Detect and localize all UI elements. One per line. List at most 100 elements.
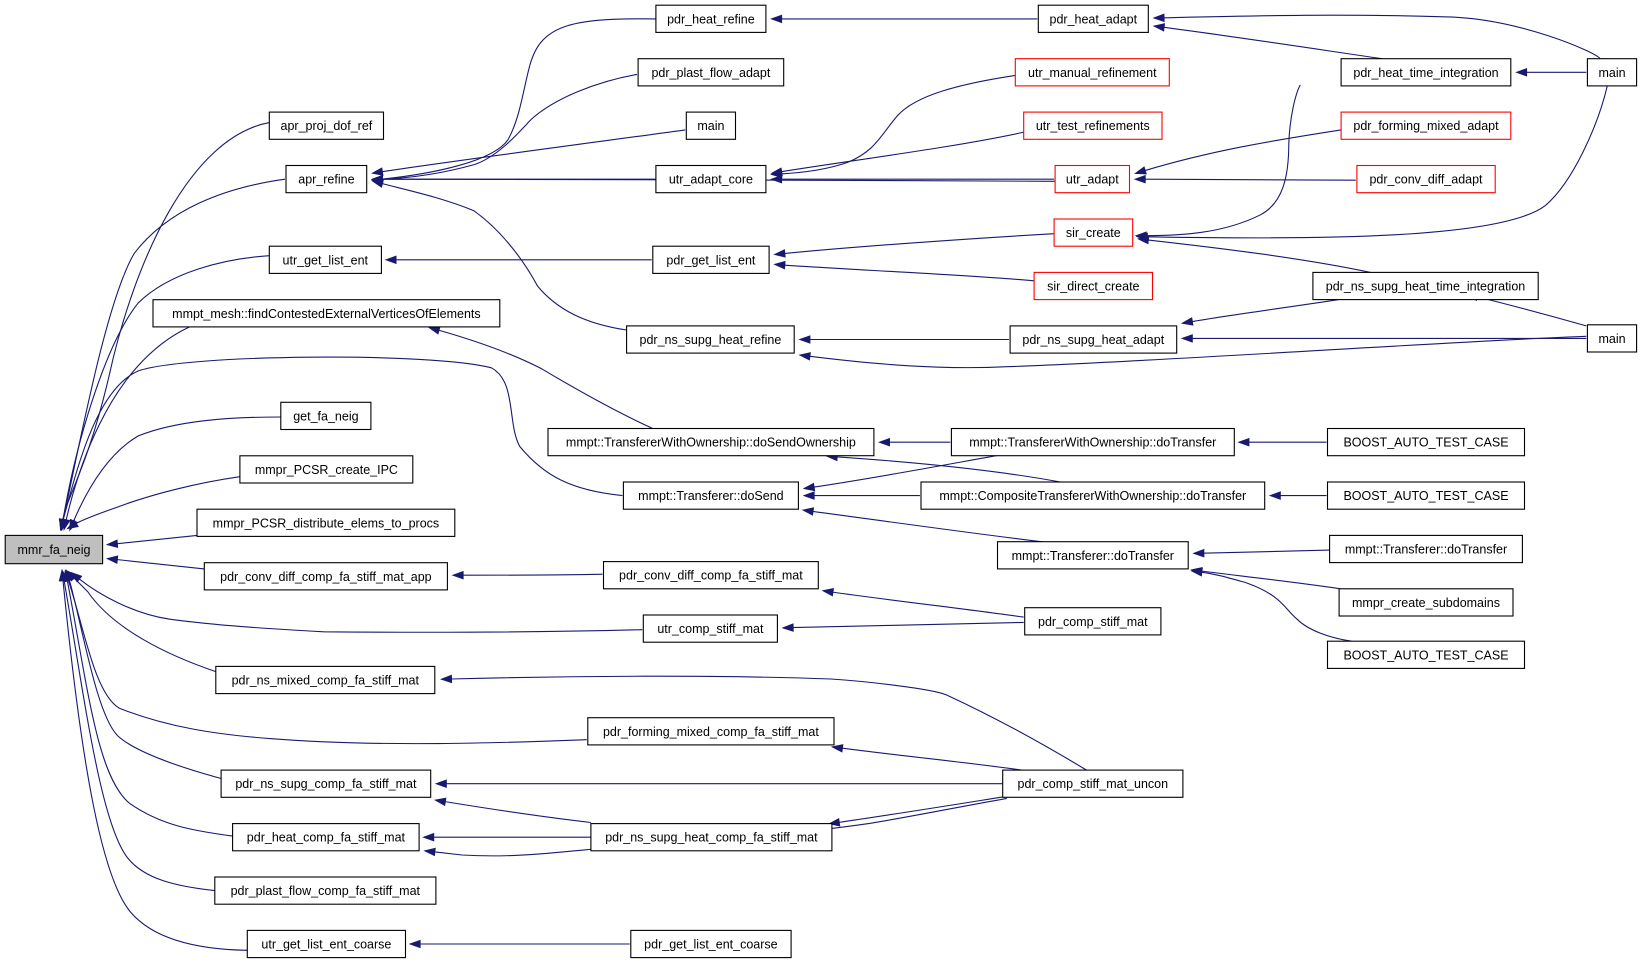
call-edge-n45-to-n36 [1192, 548, 1330, 558]
function-node[interactable]: utr_get_list_ent [268, 245, 382, 274]
edge-line [792, 621, 1024, 629]
function-node[interactable]: pdr_heat_refine [655, 4, 767, 33]
arrowhead-icon [1135, 232, 1148, 242]
arrowhead-icon [105, 539, 119, 548]
arrowhead-icon [1190, 567, 1203, 577]
node-label: main [1598, 66, 1625, 80]
arrowhead-icon [1192, 548, 1205, 558]
function-node[interactable]: BOOST_AUTO_TEST_CASE [1326, 640, 1526, 669]
edge-line [62, 122, 270, 521]
function-node[interactable]: mmpt::TransfererWithOwnership::doSendOwn… [547, 427, 875, 457]
function-node[interactable]: utr_adapt_core [655, 164, 767, 194]
edge-line [836, 456, 1061, 483]
function-node[interactable]: utr_adapt [1054, 164, 1131, 194]
function-node[interactable]: mmpt::Transferer::doSend [622, 481, 799, 510]
arrowhead-icon [802, 491, 815, 500]
function-node[interactable]: mmpt::TransfererWithOwnership::doTransfe… [950, 427, 1235, 457]
function-node[interactable]: main [1586, 324, 1638, 353]
arrowhead-icon [384, 255, 397, 265]
node-label: pdr_heat_adapt [1050, 12, 1138, 26]
function-node[interactable]: BOOST_AUTO_TEST_CASE [1326, 481, 1526, 510]
function-node[interactable]: pdr_ns_supg_comp_fa_stiff_mat [220, 769, 432, 798]
arrowhead-icon [1134, 166, 1147, 175]
function-node[interactable]: mmpt_mesh::findContestedExternalVertices… [152, 299, 501, 328]
edge-line [381, 129, 686, 173]
node-label: mmpt::CompositeTransfererWithOwnership::… [939, 489, 1246, 503]
node-label: mmpt::Transferer::doTransfer [1012, 549, 1174, 563]
edge-line [66, 579, 233, 837]
function-node[interactable]: pdr_comp_stiff_mat_uncon [1002, 769, 1184, 798]
function-node[interactable]: pdr_plast_flow_adapt [637, 58, 785, 87]
call-edge-n48-to-n31 [1135, 85, 1608, 242]
function-node[interactable]: pdr_forming_mixed_comp_fa_stiff_mat [587, 717, 835, 746]
node-label: pdr_ns_supg_heat_refine [640, 333, 782, 347]
function-node[interactable]: pdr_ns_supg_heat_time_integration [1312, 271, 1539, 301]
arrowhead-icon [423, 847, 436, 857]
function-node[interactable]: pdr_ns_supg_heat_comp_fa_stiff_mat [590, 823, 833, 852]
call-edge-n37-to-n23 [781, 621, 1024, 632]
function-node[interactable]: utr_test_refinements [1023, 111, 1163, 140]
node-box [652, 245, 770, 274]
function-node[interactable]: pdr_ns_supg_heat_adapt [1009, 325, 1178, 354]
call-edge-n20-to-n4 [427, 326, 654, 430]
function-node[interactable]: apr_proj_dof_ref [268, 111, 385, 140]
node-label: pdr_plast_flow_comp_fa_stiff_mat [231, 884, 421, 898]
node-label: BOOST_AUTO_TEST_CASE [1343, 436, 1508, 450]
function-node[interactable]: mmpt::CompositeTransfererWithOwnership::… [920, 481, 1266, 510]
edge-line [63, 579, 215, 892]
edge-line [1144, 129, 1342, 172]
function-node[interactable]: main [685, 111, 737, 140]
function-node[interactable]: sir_direct_create [1033, 271, 1154, 301]
call-edge-n14-to-n2 [370, 18, 656, 184]
function-node[interactable]: pdr_plast_flow_comp_fa_stiff_mat [214, 876, 437, 905]
function-node[interactable]: pdr_heat_comp_fa_stiff_mat [232, 823, 420, 852]
function-node[interactable]: pdr_get_list_ent [652, 245, 770, 274]
nodes-layer: mmr_fa_neigapr_proj_dof_refapr_refineutr… [4, 4, 1638, 959]
node-label: pdr_conv_diff_comp_fa_stiff_mat_app [220, 570, 432, 584]
function-node[interactable]: pdr_heat_time_integration [1340, 58, 1512, 87]
function-node[interactable]: main [1586, 58, 1638, 87]
function-node[interactable]: mmpr_create_subdomains [1338, 588, 1514, 617]
node-box [214, 876, 437, 905]
function-node[interactable]: sir_create [1053, 218, 1134, 247]
function-node[interactable]: utr_get_list_ent_coarse [246, 929, 407, 959]
function-node[interactable]: pdr_conv_diff_adapt [1356, 164, 1496, 194]
call-edge-n15-to-n2 [370, 73, 638, 184]
function-node[interactable]: get_fa_neig [280, 401, 372, 431]
edge-line [450, 675, 1087, 771]
function-node[interactable]: apr_refine [285, 164, 368, 194]
function-node[interactable]: mmpr_PCSR_create_IPC [239, 455, 414, 484]
function-node[interactable]: utr_manual_refinement [1014, 58, 1170, 87]
function-node[interactable]: pdr_heat_adapt [1037, 4, 1149, 33]
function-node[interactable]: pdr_conv_diff_comp_fa_stiff_mat [602, 561, 819, 590]
call-edge-n13-to-n0 [58, 569, 248, 951]
node-box [232, 823, 420, 852]
edge-line [838, 795, 1007, 824]
node-label: utr_test_refinements [1036, 119, 1150, 133]
edge-line [437, 329, 654, 430]
edge-line [1191, 299, 1339, 323]
edge-line [381, 18, 656, 180]
edge-line [72, 576, 216, 673]
node-box [920, 481, 1266, 510]
edge-line [62, 579, 248, 951]
function-node[interactable]: pdr_forming_mixed_adapt [1340, 111, 1512, 140]
node-label: utr_get_list_ent_coarse [261, 938, 391, 952]
arrowhead-icon [427, 326, 441, 335]
node-label: pdr_heat_comp_fa_stiff_mat [247, 831, 406, 845]
function-node[interactable]: pdr_ns_supg_heat_refine [626, 325, 795, 354]
function-node[interactable]: mmpr_PCSR_distribute_elems_to_procs [196, 508, 456, 537]
function-node[interactable]: mmpt::Transferer::doTransfer [1329, 534, 1523, 564]
function-node[interactable]: pdr_ns_mixed_comp_fa_stiff_mat [215, 665, 436, 695]
function-node[interactable]: pdr_conv_diff_comp_fa_stiff_mat_app [203, 562, 448, 591]
function-node[interactable]: utr_comp_stiff_mat [642, 614, 778, 643]
arrowhead-icon [451, 570, 464, 580]
function-node[interactable]: pdr_comp_stiff_mat [1024, 607, 1162, 636]
node-label: pdr_conv_diff_adapt [1369, 173, 1483, 187]
function-node[interactable]: mmpt::Transferer::doTransfer [996, 541, 1189, 570]
node-box [196, 508, 456, 537]
call-edge-n6-to-n0 [66, 476, 240, 530]
function-node[interactable]: BOOST_AUTO_TEST_CASE [1326, 427, 1526, 457]
node-label: utr_get_list_ent [283, 253, 369, 267]
function-node[interactable]: pdr_get_list_ent_coarse [630, 929, 792, 959]
